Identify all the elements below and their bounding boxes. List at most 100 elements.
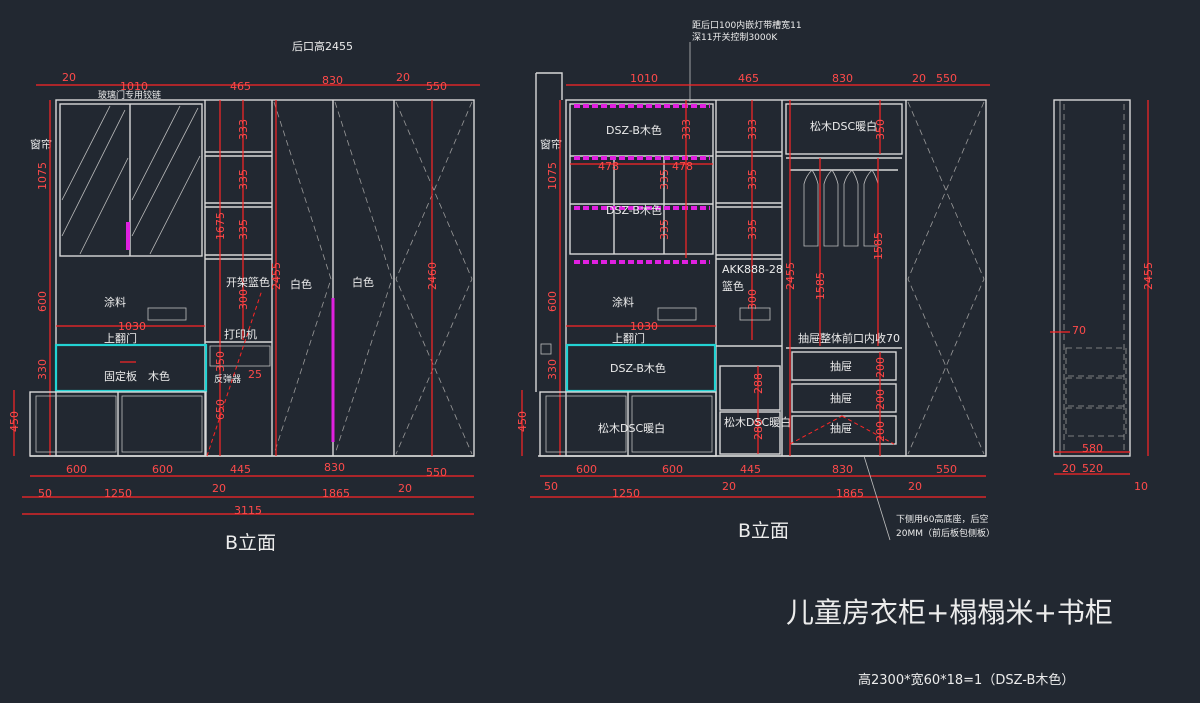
left-bot1-4: 550 [426,466,447,479]
right-top-dim-4: 550 [936,72,957,85]
right-col-dim-0: 333 [746,119,759,140]
left-top-dim-1: 1010 [120,80,148,93]
right-shelf-dim-1: 335 [658,169,671,190]
left-vdim-2: 330 [36,359,49,380]
right-top-dim-3: 20 [912,72,926,85]
right-dsz-top: DSZ-B木色 [606,123,662,137]
left-bot1-3: 830 [324,461,345,474]
left-fixed-board: 固定板 [104,369,137,383]
left-flip-door: 上翻门 [104,331,137,345]
left-vdim-0: 1075 [36,162,49,190]
right-drawer-dim-0: 200 [874,357,887,378]
left-glass-note: 玻璃门专用铰链 [98,89,161,101]
drawing-subtitle: 高2300*宽60*18=1（DSZ-B木色） [858,672,1074,688]
right-mid-dim-0: 288 [752,373,765,394]
right-top-dim-0: 1010 [630,72,658,85]
left-bot2-1: 1250 [104,487,132,500]
right-basket-label: 篮色 [722,279,744,293]
right-base-note-2: 20MM（前后板包侧板） [896,527,995,539]
right-w478a: 478 [598,160,619,173]
left-dim-1675: 1675 [214,212,227,240]
right-bot2-0: 50 [544,480,558,493]
right-mid-dim-1: 288 [752,419,765,440]
left-dim-2460: 2460 [426,262,439,290]
right-pine-mid: 松木DSC暖白 [724,415,791,429]
left-total: 3115 [234,504,262,517]
right-curtain-label: 窗帘 [540,137,562,151]
left-bot2-4: 20 [398,482,412,495]
right-w478b: 478 [672,160,693,173]
right-dim-350: 350 [874,119,887,140]
right-dim-2455: 2455 [784,262,797,290]
right-dsz-mid: DSZ-B木色 [606,203,662,217]
right-dsz-box: DSZ-B木色 [610,361,666,375]
right-note-1: 距后口100内嵌灯带槽宽11 [692,19,802,31]
right-note-2: 深11开关控制3000K [692,31,778,43]
drawing-title: 儿童房衣柜+榻榻米+书柜 [786,596,1113,629]
right-bot1-1: 600 [662,463,683,476]
right-top-dim-1: 465 [738,72,759,85]
right-shelf-dim-0: 333 [680,119,693,140]
left-open-basket: 开架篮色 [226,275,270,289]
right-drawer-0: 抽屉 [830,359,852,373]
side-dim-10: 10 [1134,480,1148,493]
right-bot1-4: 550 [936,463,957,476]
right-drawer-dim-1: 200 [874,389,887,410]
left-white-a: 白色 [290,277,312,291]
left-top-dim-0: 20 [62,71,76,84]
right-drawer-dim-2: 200 [874,421,887,442]
left-top-dim-2: 465 [230,80,251,93]
left-bot1-2: 445 [230,463,251,476]
right-bot2-3: 1865 [836,487,864,500]
left-elevation-label: B立面 [225,532,276,554]
side-dim-70: 70 [1072,324,1086,337]
right-col-dim-1: 335 [746,169,759,190]
left-shelf-dim-3: 300 [237,289,250,310]
right-col-dim-3: 300 [746,289,759,310]
right-elevation: 距后口100内嵌灯带槽宽11 深11开关控制3000K 1010 465 830… [516,19,995,542]
right-base-note-1: 下侧用60高底座，后空 [896,513,988,525]
left-router: 反弹器 [214,373,241,385]
left-top-dim-3: 830 [322,74,343,87]
left-curtain-label: 窗帘 [30,137,52,151]
right-col-dim-2: 335 [746,219,759,240]
hanging-clothes [803,169,879,247]
right-hang-dim: 1585 [814,272,827,300]
right-vdim-2: 330 [546,359,559,380]
left-bot1-0: 600 [66,463,87,476]
left-rear-height: 后口高2455 [292,39,353,53]
left-shelf-dim-0: 333 [237,119,250,140]
left-paint-label: 涂料 [104,295,126,309]
right-width-1030: 1030 [630,320,658,333]
side-dim-580: 580 [1082,442,1103,455]
right-drawer-1: 抽屉 [830,391,852,405]
side-bot-0: 20 [1062,462,1076,475]
right-elevation-label: B立面 [738,520,789,542]
left-bot2-2: 20 [212,482,226,495]
right-pine-top: 松木DSC暖白 [810,119,877,133]
right-bot1-3: 830 [832,463,853,476]
right-bot2-4: 20 [908,480,922,493]
right-vdim-0: 1075 [546,162,559,190]
left-top-dim-5: 550 [426,80,447,93]
right-flip-door: 上翻门 [612,331,645,345]
right-paint-label: 涂料 [612,295,634,309]
right-drawer-2: 抽屉 [830,421,852,435]
left-printer: 打印机 [224,327,257,341]
left-shelf-dim-1: 335 [237,169,250,190]
left-dim-25: 25 [248,368,262,381]
right-bot2-2: 20 [722,480,736,493]
left-bot2-0: 50 [38,487,52,500]
left-bot1-1: 600 [152,463,173,476]
left-wood-color: 木色 [148,369,170,383]
right-bot2-1: 1250 [612,487,640,500]
right-pine-left: 松木DSC暖白 [598,421,665,435]
right-vdim-3: 450 [516,411,529,432]
left-shelf-dim-2: 335 [237,219,250,240]
left-vdim-3: 450 [8,411,21,432]
side-dim-2455: 2455 [1142,262,1155,290]
right-top-dim-2: 830 [832,72,853,85]
left-printer-dim-1: 650 [214,399,227,420]
right-vdim-1: 600 [546,291,559,312]
